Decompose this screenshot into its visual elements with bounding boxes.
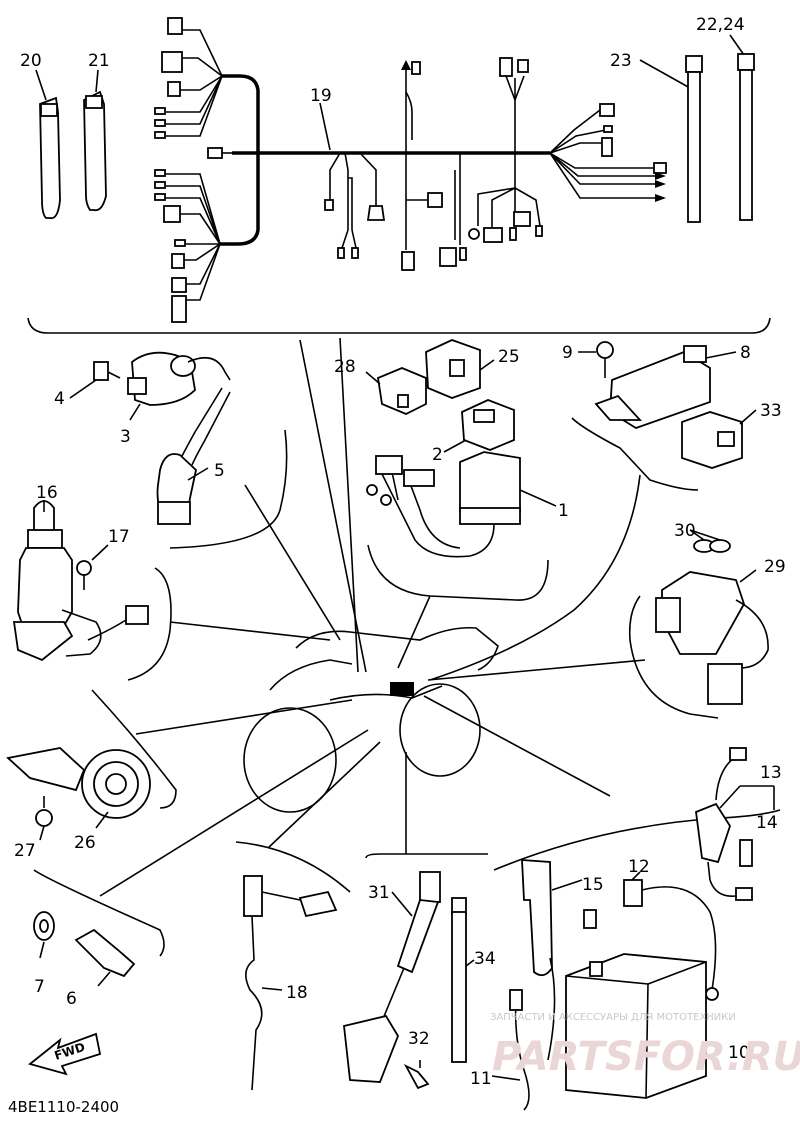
fwd-arrow: FWD bbox=[28, 1032, 102, 1076]
part-30-nut bbox=[689, 529, 731, 553]
part-9-screw bbox=[578, 341, 614, 378]
part-19-wire-harness bbox=[154, 17, 667, 323]
callout-29: 29 bbox=[764, 557, 786, 577]
callout-32: 32 bbox=[408, 1029, 430, 1049]
part-32-screw bbox=[403, 1060, 430, 1090]
part-16-connector bbox=[87, 605, 149, 641]
group-bracket-31-34 bbox=[365, 752, 488, 859]
part-33-relay bbox=[681, 409, 757, 469]
part-3-ignition-coil bbox=[127, 351, 231, 466]
group-bracket-battery bbox=[423, 695, 781, 871]
callout-22-24: 22,24 bbox=[696, 15, 745, 35]
part-1-flasher bbox=[366, 451, 557, 558]
part-20-band bbox=[35, 69, 61, 220]
callout-26: 26 bbox=[74, 833, 96, 853]
callout-13: 13 bbox=[760, 763, 782, 783]
group-bracket-16-17 bbox=[127, 567, 331, 681]
callout-1: 1 bbox=[558, 501, 569, 521]
callout-33: 33 bbox=[760, 401, 782, 421]
callout-18: 18 bbox=[286, 983, 308, 1003]
callout-6: 6 bbox=[66, 989, 77, 1009]
part-13-fuse-holder bbox=[695, 747, 775, 901]
callout-9: 9 bbox=[562, 343, 573, 363]
part-21-band bbox=[83, 69, 107, 212]
part-27-bolt bbox=[35, 796, 53, 841]
part-6-neutral-switch bbox=[74, 928, 136, 987]
callout-20: 20 bbox=[20, 51, 42, 71]
part-5-spark-plug-cap bbox=[156, 453, 209, 525]
group-bracket-1-28 bbox=[367, 544, 549, 669]
callout-5: 5 bbox=[214, 461, 225, 481]
callout-25: 25 bbox=[498, 347, 520, 367]
diagram-code: 4BE1110-2400 bbox=[8, 1098, 119, 1116]
part-7-washer bbox=[33, 911, 55, 959]
group-bracket-3-5 bbox=[169, 429, 341, 641]
group-bracket-26-27 bbox=[91, 689, 353, 809]
part-8-rectifier bbox=[594, 345, 737, 429]
part-2-connector bbox=[443, 399, 515, 453]
callout-17: 17 bbox=[108, 527, 130, 547]
watermark-text: ЗАПЧАСТИ И АКСЕССУАРЫ ДЛЯ МОТОТЕХНИКИ bbox=[490, 1012, 736, 1023]
part-18-lead bbox=[243, 875, 338, 1091]
motorcycle-outline bbox=[243, 626, 499, 813]
part-22-24-tie bbox=[729, 34, 755, 221]
callout-30: 30 bbox=[674, 521, 696, 541]
part-15-strap bbox=[521, 859, 583, 1061]
part-29-starter-relay bbox=[655, 569, 769, 705]
part-26-horn bbox=[6, 747, 151, 829]
callout-labels: 20 21 22,24 23 19 28 25 9 8 33 4 3 5 2 1… bbox=[14, 15, 786, 1089]
leader-arrows bbox=[299, 337, 367, 673]
part-17-screw bbox=[76, 544, 109, 590]
callout-2: 2 bbox=[432, 445, 443, 465]
callout-3: 3 bbox=[120, 427, 131, 447]
callout-4: 4 bbox=[54, 389, 65, 409]
part-4-bolt bbox=[69, 361, 121, 399]
callout-11: 11 bbox=[470, 1069, 492, 1089]
part-16-main-switch bbox=[12, 500, 102, 662]
part-10-battery bbox=[565, 909, 707, 1099]
watermark-brand: PARTSFOR.RU bbox=[492, 1034, 800, 1080]
callout-8: 8 bbox=[740, 343, 751, 363]
callout-10: 10 bbox=[728, 1043, 750, 1063]
part-31-switch bbox=[343, 871, 441, 1083]
callout-34: 34 bbox=[474, 949, 496, 969]
part-25-relay bbox=[425, 339, 495, 399]
group-bracket-18 bbox=[235, 741, 381, 893]
group-bracket-6-7 bbox=[33, 729, 369, 957]
group-bracket-8-33 bbox=[429, 417, 699, 681]
callout-15: 15 bbox=[582, 875, 604, 895]
harness-group-bracket bbox=[27, 317, 771, 334]
callout-23: 23 bbox=[610, 51, 632, 71]
callout-14: 14 bbox=[756, 813, 778, 833]
part-34-tie bbox=[451, 897, 475, 1063]
callout-12: 12 bbox=[628, 857, 650, 877]
callout-31: 31 bbox=[368, 883, 390, 903]
callout-27: 27 bbox=[14, 841, 36, 861]
callout-16: 16 bbox=[36, 483, 58, 503]
part-11-hose bbox=[491, 989, 530, 1111]
watermark: ЗАПЧАСТИ И АКСЕССУАРЫ ДЛЯ МОТОТЕХНИКИ PA… bbox=[490, 1012, 800, 1080]
group-bracket-29-30 bbox=[427, 595, 719, 719]
callout-28: 28 bbox=[334, 357, 356, 377]
callout-7: 7 bbox=[34, 977, 45, 997]
callout-21: 21 bbox=[88, 51, 110, 71]
part-23-tie bbox=[639, 55, 703, 223]
part-28-relay bbox=[365, 367, 427, 415]
part-14-fuse bbox=[739, 839, 753, 867]
callout-19: 19 bbox=[310, 86, 332, 106]
